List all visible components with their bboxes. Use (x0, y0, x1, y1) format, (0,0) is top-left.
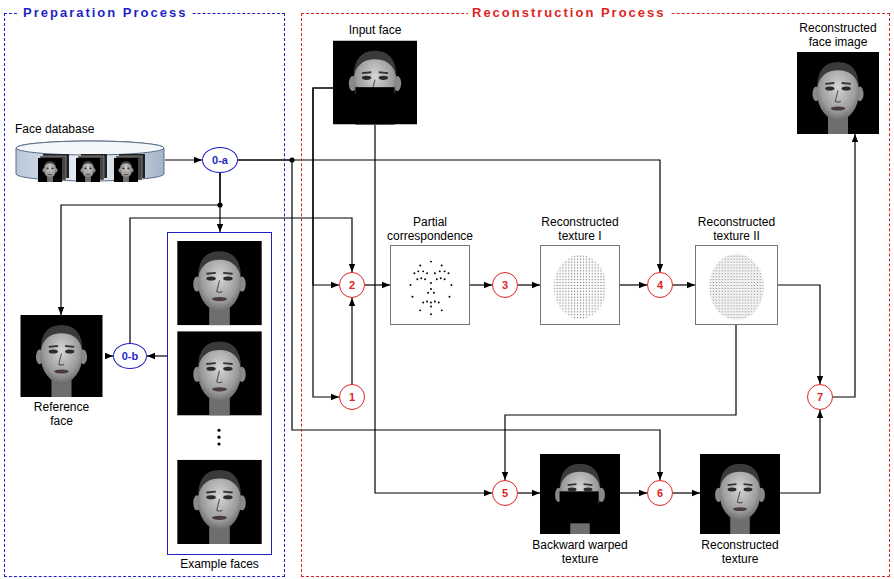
flow-arrow (365, 284, 390, 285)
example-faces-panel: Example faces (167, 232, 272, 555)
face-illustration (540, 453, 620, 535)
texture-box: Reconstructed texture II (695, 245, 778, 325)
flow-arrow (620, 492, 647, 493)
image-caption: Face database (15, 122, 145, 136)
step-circle: 7 (807, 384, 833, 410)
face-image: Reconstructed texture (700, 453, 780, 535)
flow-arrow (833, 134, 855, 397)
flow-arrow (470, 284, 492, 285)
flow-arrow (673, 284, 695, 285)
step-number: 5 (502, 487, 508, 499)
image-caption: Backward warped texture (530, 538, 630, 566)
step-number: 1 (349, 391, 355, 403)
step-circle: 2 (339, 272, 365, 298)
face-image: Input face (333, 40, 417, 125)
flow-arrow (351, 298, 352, 384)
step-number: 3 (502, 279, 508, 291)
flow-arrow (673, 492, 700, 493)
face-illustration (391, 246, 469, 324)
step-circle: 5 (492, 480, 518, 506)
step-number: 2 (349, 279, 355, 291)
texture-box: Partial correspondence (390, 245, 470, 325)
face-illustration (696, 246, 777, 324)
step-number: 6 (657, 487, 663, 499)
flow-arrow (518, 284, 540, 285)
image-caption: Partial correspondence (382, 215, 478, 243)
step-number: 4 (657, 279, 663, 291)
step-circle: 4 (647, 272, 673, 298)
step-number: 7 (817, 391, 823, 403)
face-illustration (333, 40, 417, 125)
step-circle: 6 (647, 480, 673, 506)
face-illustration (168, 233, 271, 554)
face-image: Reconstructed face image (796, 52, 880, 134)
step-circle: 0-b (113, 343, 147, 369)
flow-arrow (313, 88, 339, 397)
step-circle: 0-a (202, 147, 238, 173)
cylinder-shape (15, 140, 165, 182)
texture-box: Reconstructed texture I (540, 245, 620, 325)
image-caption: Reference face (22, 400, 102, 428)
step-number: 0-a (212, 154, 228, 166)
flow-arrow (165, 159, 202, 160)
flow-arrow (147, 355, 167, 356)
flow-arrow (105, 355, 113, 356)
image-caption: Reconstructed face image (793, 21, 883, 49)
face-illustration (541, 246, 619, 324)
face-illustration (796, 52, 880, 134)
region-title: Preparation Process (19, 5, 191, 21)
flow-arrow (375, 125, 492, 493)
flow-arrow (620, 284, 647, 285)
image-caption: Reconstructed texture II (685, 215, 789, 243)
step-number: 0-b (122, 350, 139, 362)
database-cylinder: Face database (15, 140, 165, 182)
image-caption: Reconstructed texture I (528, 215, 632, 243)
process-region: Reconstruction ProcessInput faceReconstr… (301, 13, 890, 577)
flow-arrow (778, 285, 820, 384)
face-image: Backward warped texture (540, 453, 620, 535)
flow-arrow (518, 492, 540, 493)
image-caption: Reconstructed texture (690, 538, 790, 566)
face-illustration (700, 453, 780, 535)
face-image: Reference face (18, 315, 105, 397)
step-circle: 3 (492, 272, 518, 298)
process-region: Preparation ProcessFace database0-aRefer… (4, 13, 285, 577)
region-title: Reconstruction Process (468, 5, 670, 21)
image-caption: Input face (330, 23, 420, 37)
face-illustration (18, 315, 105, 397)
flow-arrow (780, 410, 820, 493)
step-circle: 1 (339, 384, 365, 410)
image-caption: Example faces (165, 557, 275, 571)
